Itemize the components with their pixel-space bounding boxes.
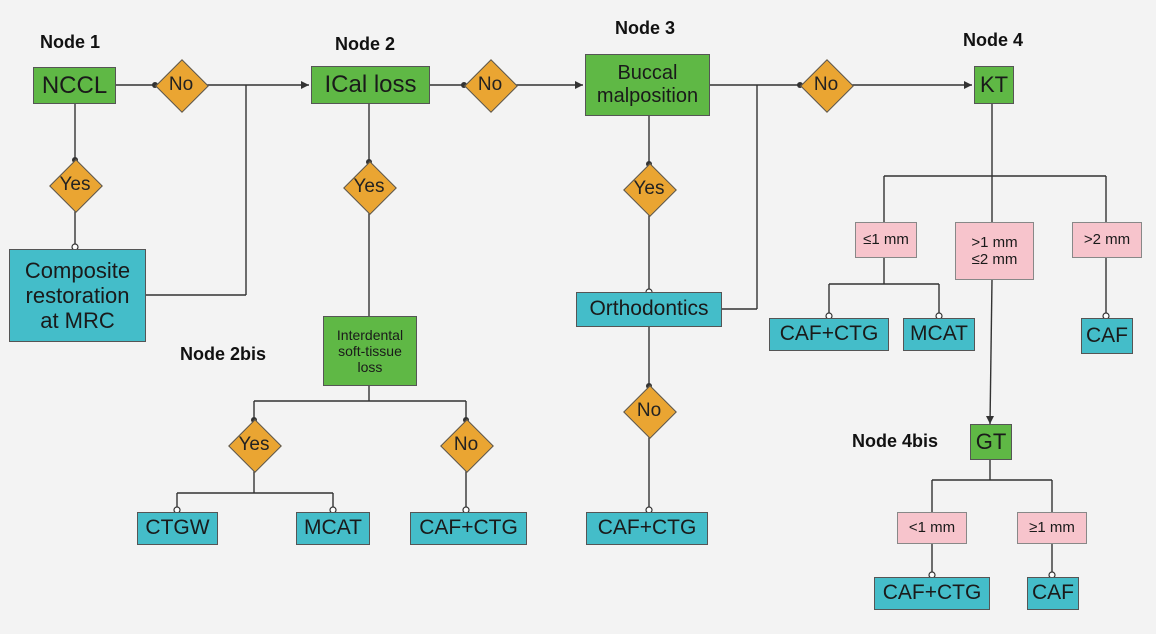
node-3-label: Node 3 xyxy=(615,18,676,38)
buccal-malposition-box: Buccal malposition xyxy=(585,54,710,116)
node-2bis-label: Node 2bis xyxy=(180,344,267,364)
caf-ctg-box-mid: CAF+CTG xyxy=(586,512,708,545)
node-4bis-label: Node 4bis xyxy=(852,431,939,451)
ctgw-box: CTGW xyxy=(137,512,218,545)
mcat-box-left: MCAT xyxy=(296,512,370,545)
decision-no-orthodontics: No xyxy=(624,386,674,436)
kt-gt2mm-box: >2 mm xyxy=(1072,222,1142,258)
gt-ge1mm-box: ≥1 mm xyxy=(1017,512,1087,544)
orthodontics-box: Orthodontics xyxy=(576,292,722,327)
decision-no-node2bis: No xyxy=(441,420,491,470)
caf-ctg-box-gt: CAF+CTG xyxy=(874,577,990,610)
node-4-label: Node 4 xyxy=(963,30,1024,50)
nccl-box: NCCL xyxy=(33,67,116,104)
kt-le1mm-box: ≤1 mm xyxy=(855,222,917,258)
kt-gt1-le2mm-box: >1 mm ≤2 mm xyxy=(955,222,1034,280)
decision-yes-node1: Yes xyxy=(50,160,100,210)
decision-yes-node3: Yes xyxy=(624,164,674,214)
decision-no-node1: No xyxy=(156,60,206,110)
composite-restoration-box: Composite restoration at MRC xyxy=(9,249,146,342)
caf-box-gt: CAF xyxy=(1027,577,1079,610)
node-2-label: Node 2 xyxy=(335,34,396,54)
decision-yes-node2: Yes xyxy=(344,162,394,212)
decision-no-node3: No xyxy=(801,60,851,110)
mcat-box-kt: MCAT xyxy=(903,318,975,351)
decision-no-node2: No xyxy=(465,60,515,110)
node-1-label: Node 1 xyxy=(40,32,101,52)
interdental-soft-tissue-loss-box: Interdental soft-tissue loss xyxy=(323,316,417,386)
caf-ctg-box-kt: CAF+CTG xyxy=(769,318,889,351)
kt-box: KT xyxy=(974,66,1014,104)
caf-box-kt: CAF xyxy=(1081,318,1133,354)
ical-loss-box: ICal loss xyxy=(311,66,430,104)
gt-box: GT xyxy=(970,424,1012,460)
gt-lt1mm-box: <1 mm xyxy=(897,512,967,544)
caf-ctg-box-left: CAF+CTG xyxy=(410,512,527,545)
decision-yes-node2bis: Yes xyxy=(229,420,279,470)
